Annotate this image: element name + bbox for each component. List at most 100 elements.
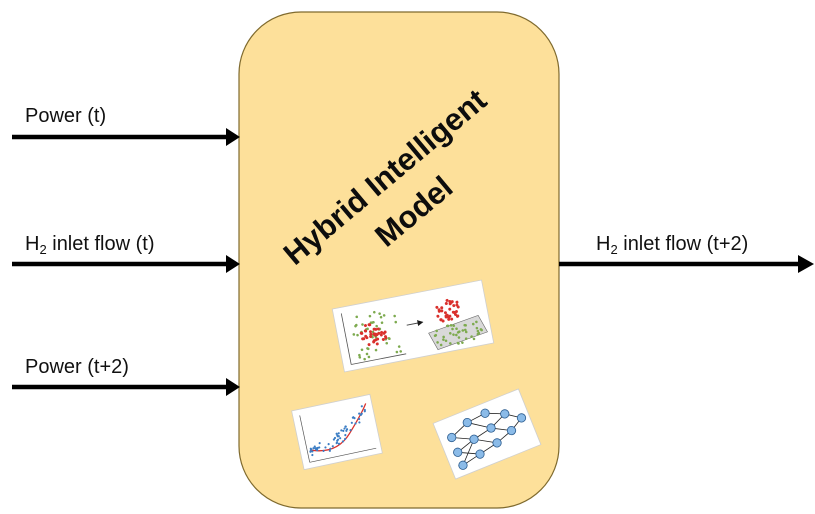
regression-point <box>312 447 315 450</box>
cluster-point <box>376 337 380 341</box>
regression-point <box>363 408 366 412</box>
cluster-point <box>475 320 478 324</box>
input-arrow-power-t <box>12 128 240 146</box>
cluster-point <box>449 324 453 327</box>
cluster-point <box>440 306 444 310</box>
cluster-point <box>436 341 439 344</box>
regression-point <box>337 442 341 445</box>
cluster-point <box>439 343 443 347</box>
cluster-point <box>476 329 480 333</box>
regression-point <box>313 445 316 448</box>
cluster-point <box>363 329 367 333</box>
regression-point <box>358 421 361 424</box>
regression-point <box>339 437 342 440</box>
cluster-point <box>375 324 378 328</box>
network-node <box>458 460 468 470</box>
cluster-point <box>376 327 380 331</box>
cluster-point <box>464 328 467 332</box>
cluster-point <box>452 324 455 328</box>
cluster-point <box>455 300 459 304</box>
cluster-point <box>397 345 401 348</box>
cluster-point <box>381 338 385 342</box>
cluster-point <box>358 353 361 357</box>
network-node <box>506 425 517 436</box>
regression-point <box>332 438 335 441</box>
cluster-point <box>363 324 367 328</box>
cluster-point <box>461 329 465 332</box>
cluster-point <box>375 342 379 346</box>
cluster-point <box>446 324 450 328</box>
cluster-point <box>366 347 369 350</box>
cluster-point <box>442 335 445 339</box>
cluster-point <box>433 334 437 338</box>
regression-point <box>358 412 361 415</box>
regression-point <box>345 429 348 432</box>
regression-point <box>331 445 334 448</box>
regression-point <box>344 437 347 441</box>
cluster-point <box>359 331 363 335</box>
regression-point <box>318 442 321 445</box>
clustering-thumbnail <box>331 279 495 373</box>
cluster-point <box>365 352 369 356</box>
cluster-point <box>367 355 371 359</box>
network-node <box>480 408 490 418</box>
cluster-point <box>372 332 376 336</box>
cluster-point <box>384 335 388 339</box>
regression-point <box>328 449 331 452</box>
cluster-point <box>435 305 439 309</box>
cluster-point <box>399 350 403 353</box>
regression-point <box>349 429 352 432</box>
cluster-point <box>475 326 479 330</box>
cluster-point <box>443 311 447 315</box>
regression-point <box>311 453 314 457</box>
cluster-point <box>448 307 452 311</box>
cluster-point <box>452 304 456 308</box>
regression-point <box>327 443 330 446</box>
regression-point <box>324 446 327 449</box>
regression-point <box>329 447 332 450</box>
network-edge <box>462 439 475 466</box>
regression-point <box>343 427 346 430</box>
network-node <box>475 449 485 459</box>
input-label-h2-inlet-flow-t: H2 inlet flow (t) <box>25 233 155 257</box>
cluster-point <box>444 302 448 306</box>
cluster-point <box>436 314 440 318</box>
cluster-point <box>365 336 369 340</box>
cluster-point <box>395 350 399 354</box>
cluster-point <box>464 330 468 334</box>
cluster-point <box>479 328 483 331</box>
output-arrow-h2-flow-t2 <box>559 255 814 273</box>
regression-point <box>344 434 347 437</box>
regression-point <box>350 421 353 424</box>
regression-thumbnail <box>291 393 383 471</box>
regression-point <box>335 442 338 445</box>
regression-point <box>333 436 337 440</box>
regression-point <box>360 405 363 408</box>
cluster-point <box>453 312 457 316</box>
network-node <box>486 423 496 433</box>
cluster-point <box>378 312 381 315</box>
cluster-point <box>372 327 376 331</box>
regression-point <box>336 439 339 442</box>
network-node <box>516 413 527 423</box>
cluster-point <box>455 327 458 331</box>
cluster-point <box>457 342 460 345</box>
cluster-point <box>449 342 452 345</box>
cluster-point <box>394 320 398 324</box>
cluster-point <box>471 322 475 326</box>
cluster-point <box>368 323 372 327</box>
cluster-point <box>369 332 373 336</box>
cluster-point <box>444 339 448 343</box>
cluster-point <box>435 329 438 333</box>
cluster-point <box>442 338 445 341</box>
regression-point <box>354 422 357 425</box>
regression-point <box>357 417 361 421</box>
cluster-point <box>437 309 441 313</box>
cluster-point <box>385 341 389 345</box>
cluster-point <box>457 336 461 339</box>
cluster-point <box>363 357 366 361</box>
cluster-point <box>461 341 464 344</box>
cluster-point <box>464 324 467 327</box>
cluster-point <box>380 321 384 325</box>
